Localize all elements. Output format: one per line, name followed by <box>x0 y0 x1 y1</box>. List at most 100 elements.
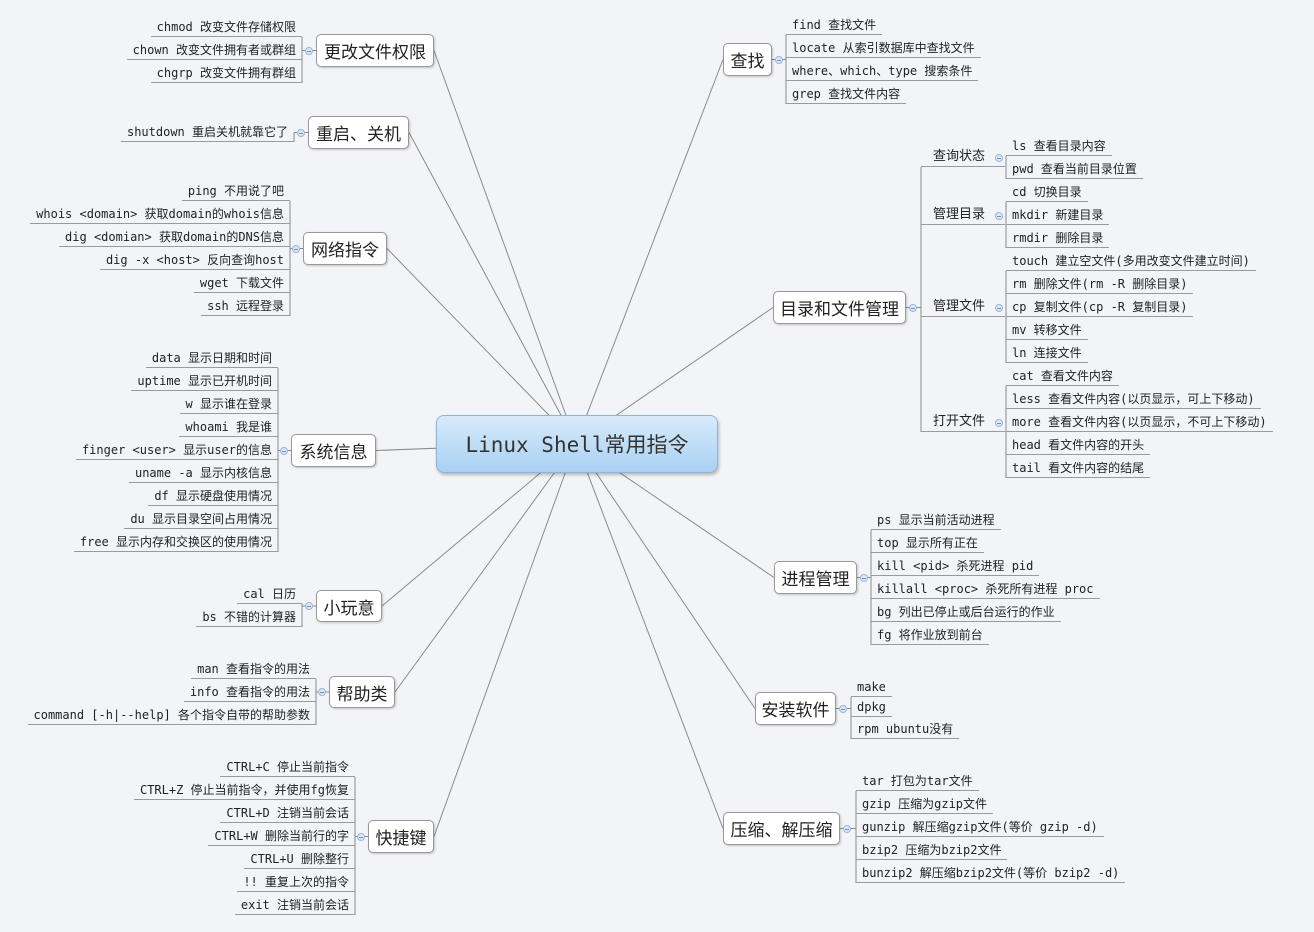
collapse-toggle-icon[interactable] <box>995 212 1003 220</box>
collapse-toggle-icon[interactable] <box>297 128 305 137</box>
collapse-toggle-icon[interactable] <box>995 304 1003 312</box>
leaf-item[interactable]: bs 不错的计算器 <box>196 608 302 627</box>
leaf-item[interactable]: dig <domian> 获取domain的DNS信息 <box>59 228 290 247</box>
leaf-item[interactable]: tail 看文件内容的结尾 <box>1006 459 1151 478</box>
leaf-item[interactable]: chown 改变文件拥有者或群组 <box>126 41 302 60</box>
leaf-item[interactable]: uptime 显示已开机时间 <box>131 372 278 391</box>
branch-line <box>575 442 756 709</box>
leaf-item[interactable]: CTRL+D 注销当前会话 <box>220 804 355 823</box>
leaf-item[interactable]: !! 重复上次的指令 <box>237 873 355 892</box>
collapse-toggle-icon[interactable] <box>357 832 365 841</box>
leaf-item[interactable]: info 查看指令的用法 <box>183 683 316 702</box>
leaf-item[interactable]: ssh 远程登录 <box>201 297 290 316</box>
collapse-toggle-icon[interactable] <box>305 602 313 610</box>
leaf-item[interactable]: fg 将作业放到前台 <box>871 626 989 645</box>
sub-topic[interactable]: 查询状态 <box>921 148 1005 167</box>
leaf-item[interactable]: ps 显示当前活动进程 <box>871 511 1001 530</box>
leaf-item[interactable]: gzip 压缩为gzip文件 <box>856 795 994 814</box>
leaf-item[interactable]: whois <domain> 获取domain的whois信息 <box>30 205 290 224</box>
collapse-toggle-icon[interactable] <box>995 154 1003 162</box>
leaf-item[interactable]: pwd 查看当前目录位置 <box>1006 160 1143 179</box>
collapse-toggle-icon[interactable] <box>318 688 326 696</box>
leaf-item[interactable]: more 查看文件内容(以页显示，不可上下移动) <box>1006 413 1273 432</box>
leaf-item[interactable]: wget 下载文件 <box>193 274 290 293</box>
central-topic[interactable]: Linux Shell常用指令 <box>436 415 718 473</box>
leaf-item[interactable]: CTRL+C 停止当前指令 <box>220 758 355 777</box>
branch-node[interactable]: 进程管理 <box>774 561 857 594</box>
leaf-item[interactable]: locate 从索引数据库中查找文件 <box>786 39 981 58</box>
leaf-item[interactable]: find 查找文件 <box>786 16 883 35</box>
sub-topic[interactable]: 管理文件 <box>921 298 1005 317</box>
leaf-item[interactable]: w 显示谁在登录 <box>179 395 278 414</box>
branch-node[interactable]: 安装软件 <box>755 692 836 725</box>
leaf-item[interactable]: less 查看文件内容(以页显示，可上下移动) <box>1006 390 1261 409</box>
leaf-item[interactable]: head 看文件内容的开头 <box>1006 436 1151 455</box>
branch-line <box>575 59 724 444</box>
leaf-item[interactable]: whoami 我是谁 <box>179 418 278 437</box>
leaf-item[interactable]: where、which、type 搜索条件 <box>786 62 979 81</box>
collapse-toggle-icon[interactable] <box>860 573 868 582</box>
leaf-item[interactable]: mkdir 新建目录 <box>1006 206 1110 225</box>
collapse-toggle-icon[interactable] <box>909 303 917 312</box>
leaf-item[interactable]: touch 建立空文件(多用改变文件建立时间) <box>1006 252 1256 271</box>
leaf-item[interactable]: ln 连接文件 <box>1006 344 1088 363</box>
branch-node[interactable]: 网络指令 <box>303 232 387 265</box>
leaf-item[interactable]: data 显示日期和时间 <box>145 349 278 368</box>
leaf-item[interactable]: du 显示目录空间占用情况 <box>124 510 278 529</box>
leaf-item[interactable]: command [-h|--help] 各个指令自带的帮助参数 <box>27 706 316 725</box>
leaf-item[interactable]: killall <proc> 杀死所有进程 proc <box>871 580 1100 599</box>
branch-node[interactable]: 查找 <box>723 43 772 76</box>
branch-line <box>433 442 577 837</box>
leaf-item[interactable]: top 显示所有正在 <box>871 534 984 553</box>
leaf-item[interactable]: bg 列出已停止或后台运行的作业 <box>871 603 1061 622</box>
leaf-item[interactable]: gunzip 解压缩gzip文件(等价 gzip -d) <box>856 818 1104 837</box>
leaf-item[interactable]: mv 转移文件 <box>1006 321 1088 340</box>
leaf-item[interactable]: bzip2 压缩为bzip2文件 <box>856 841 1008 860</box>
branch-node[interactable]: 小玩意 <box>316 590 382 622</box>
leaf-item[interactable]: dpkg <box>851 698 892 717</box>
leaf-item[interactable]: CTRL+Z 停止当前指令，并使用fg恢复 <box>133 781 355 800</box>
collapse-toggle-icon[interactable] <box>995 419 1003 427</box>
leaf-item[interactable]: cd 切换目录 <box>1006 183 1088 202</box>
leaf-item[interactable]: rmdir 删除目录 <box>1006 229 1110 248</box>
leaf-item[interactable]: ls 查看目录内容 <box>1006 137 1112 156</box>
leaf-item[interactable]: cal 日历 <box>237 585 302 604</box>
sub-topic[interactable]: 打开文件 <box>921 413 1005 432</box>
leaf-item[interactable]: bunzip2 解压缩bzip2文件(等价 bzip2 -d) <box>856 864 1126 883</box>
leaf-item[interactable]: exit 注销当前会话 <box>234 896 355 915</box>
leaf-item[interactable]: CTRL+W 删除当前行的字 <box>208 827 355 846</box>
branch-node[interactable]: 重启、关机 <box>308 116 409 149</box>
branch-node[interactable]: 压缩、解压缩 <box>723 812 840 845</box>
leaf-item[interactable]: finger <user> 显示user的信息 <box>75 441 278 460</box>
collapse-toggle-icon[interactable] <box>280 446 288 455</box>
branch-node[interactable]: 系统信息 <box>291 434 376 467</box>
leaf-item[interactable]: man 查看指令的用法 <box>191 660 316 679</box>
leaf-item[interactable]: kill <pid> 杀死进程 pid <box>871 557 1040 576</box>
collapse-toggle-icon[interactable] <box>292 244 300 253</box>
leaf-item[interactable]: cp 复制文件(cp -R 复制目录) <box>1006 298 1194 317</box>
leaf-item[interactable]: df 显示硬盘使用情况 <box>148 487 278 506</box>
sub-topic[interactable]: 管理目录 <box>921 206 1005 225</box>
leaf-item[interactable]: uname -a 显示内核信息 <box>128 464 278 483</box>
leaf-item[interactable]: rpm ubuntu没有 <box>851 720 960 739</box>
collapse-toggle-icon[interactable] <box>775 55 783 64</box>
leaf-item[interactable]: free 显示内存和交换区的使用情况 <box>73 533 278 552</box>
branch-node[interactable]: 目录和文件管理 <box>773 291 906 324</box>
leaf-item[interactable]: shutdown 重启关机就靠它了 <box>120 123 294 142</box>
leaf-item[interactable]: make <box>851 678 892 697</box>
branch-node[interactable]: 更改文件权限 <box>316 34 434 67</box>
leaf-item[interactable]: CTRL+U 删除整行 <box>244 850 355 869</box>
collapse-toggle-icon[interactable] <box>839 704 847 713</box>
leaf-item[interactable]: dig -x <host> 反向查询host <box>99 251 290 270</box>
leaf-item[interactable]: rm 删除文件(rm -R 删除目录) <box>1006 275 1194 294</box>
collapse-toggle-icon[interactable] <box>305 46 313 55</box>
leaf-item[interactable]: chmod 改变文件存储权限 <box>150 18 302 37</box>
leaf-item[interactable]: cat 查看文件内容 <box>1006 367 1119 386</box>
leaf-item[interactable]: ping 不用说了吧 <box>181 182 290 201</box>
leaf-item[interactable]: tar 打包为tar文件 <box>856 772 979 791</box>
leaf-item[interactable]: chgrp 改变文件拥有群组 <box>150 64 302 83</box>
branch-node[interactable]: 帮助类 <box>329 676 395 708</box>
leaf-item[interactable]: grep 查找文件内容 <box>786 85 907 104</box>
collapse-toggle-icon[interactable] <box>843 824 851 833</box>
branch-node[interactable]: 快捷键 <box>368 820 434 853</box>
